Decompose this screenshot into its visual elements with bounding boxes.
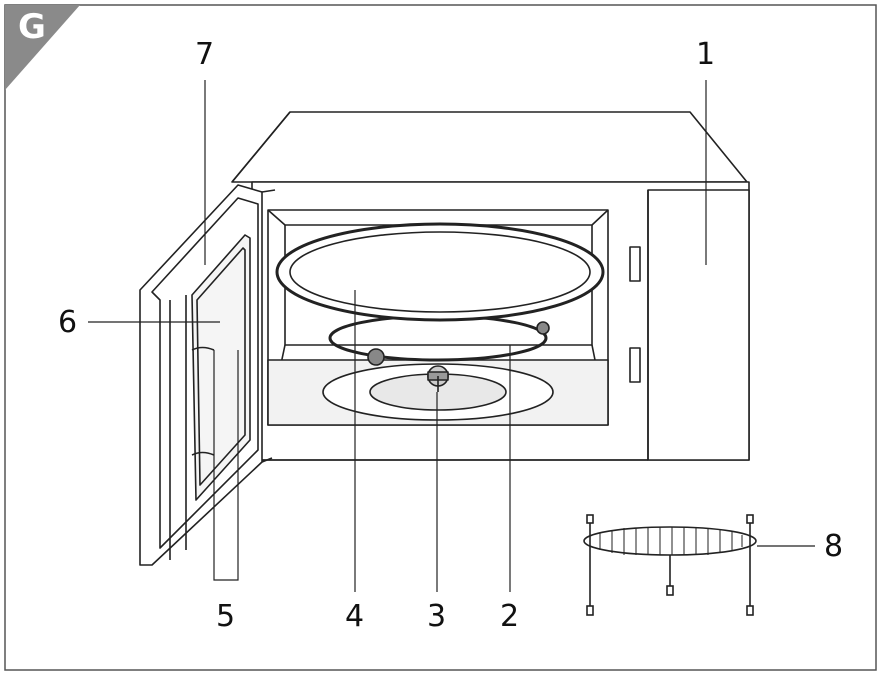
callout-6: 6 bbox=[58, 305, 78, 340]
leader-lines bbox=[88, 80, 815, 592]
callout-2: 2 bbox=[500, 599, 520, 634]
callout-1: 1 bbox=[696, 37, 716, 72]
glass-tray bbox=[275, 222, 605, 322]
control-panel bbox=[647, 189, 750, 461]
callout-5: 5 bbox=[216, 599, 236, 634]
microwave-door bbox=[139, 184, 276, 566]
callout-8: 8 bbox=[824, 529, 844, 564]
callout-4: 4 bbox=[345, 599, 365, 634]
corner-badge bbox=[5, 5, 80, 90]
microwave-body bbox=[231, 111, 750, 461]
grill-rack bbox=[583, 514, 757, 616]
callout-3: 3 bbox=[427, 599, 447, 634]
drive-coupler bbox=[427, 365, 449, 392]
callout-7: 7 bbox=[195, 37, 215, 72]
door-window bbox=[191, 234, 251, 501]
badge-letter: G bbox=[18, 7, 46, 47]
diagram-border bbox=[4, 4, 877, 671]
leader-5 bbox=[213, 350, 239, 581]
